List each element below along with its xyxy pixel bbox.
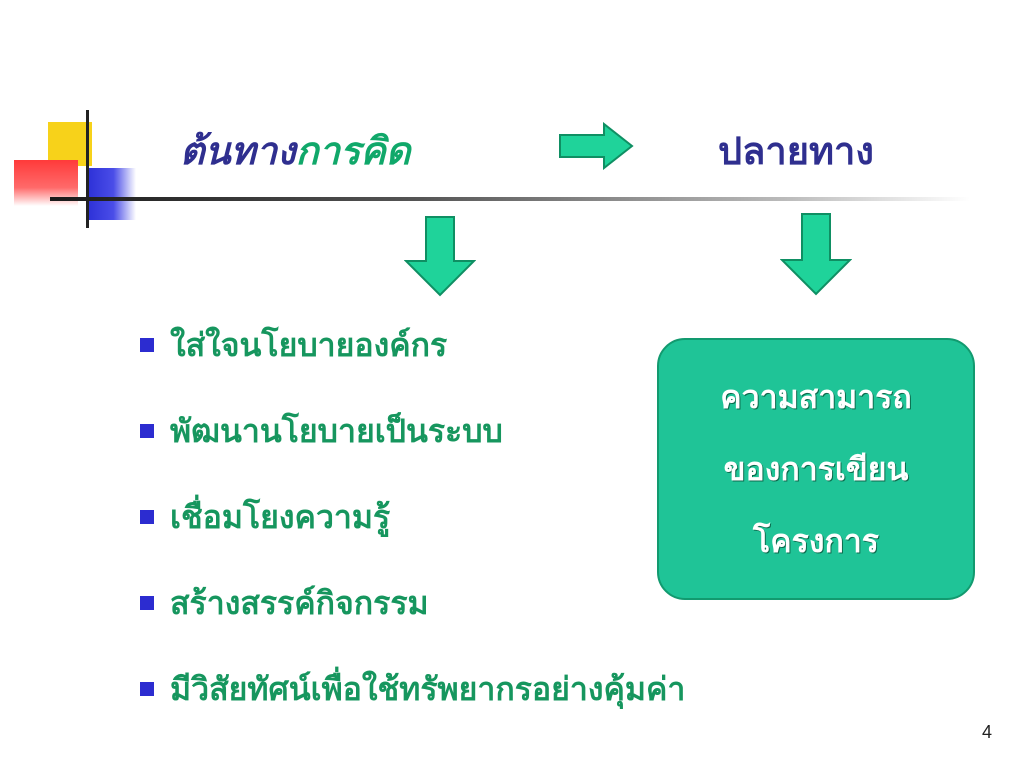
list-item: สร้างสรรค์กิจกรรม — [140, 560, 685, 646]
square-bullet-icon — [140, 424, 154, 438]
bullet-text: มีวิสัยทัศน์เพื่อใช้ทรัพยากรอย่างคุ้มค่า — [170, 669, 686, 708]
page-number: 4 — [981, 722, 992, 742]
decor-blue-square — [86, 168, 136, 220]
decor-vertical-line — [86, 110, 89, 228]
slide-title-origin: ต้นทางการคิด — [180, 120, 410, 181]
bullet-text: เชื่อมโยงความรู้ — [170, 497, 391, 536]
bullet-text: สร้างสรรค์กิจกรรม — [170, 583, 429, 622]
bullet-list: ใส่ใจนโยบายองค์กร พัฒนานโยบายเป็นระบบ เช… — [140, 302, 685, 732]
goal-box-line: ของการเขียน — [723, 450, 909, 488]
bullet-text: พัฒนานโยบายเป็นระบบ — [170, 411, 503, 450]
goal-box-line: ความสามารถ — [720, 378, 912, 416]
goal-box: ความสามารถ ของการเขียน โครงการ — [657, 338, 975, 600]
list-item: ใส่ใจนโยบายองค์กร — [140, 302, 685, 388]
square-bullet-icon — [140, 338, 154, 352]
list-item: เชื่อมโยงความรู้ — [140, 474, 685, 560]
slide-title-destination: ปลายทาง — [718, 129, 874, 173]
title-origin-text: ต้นทาง — [180, 129, 296, 173]
square-bullet-icon — [140, 682, 154, 696]
list-item: พัฒนานโยบายเป็นระบบ — [140, 388, 685, 474]
list-item: มีวิสัยทัศน์เพื่อใช้ทรัพยากรอย่างคุ้มค่า — [140, 646, 685, 732]
title-underline — [50, 197, 970, 201]
bullet-text: ใส่ใจนโยบายองค์กร — [170, 325, 448, 364]
decor-yellow-square — [48, 122, 92, 166]
goal-box-line: โครงการ — [753, 522, 879, 560]
arrow-down-icon — [404, 216, 476, 297]
arrow-down-icon — [780, 213, 852, 296]
arrow-right-icon — [559, 122, 634, 170]
square-bullet-icon — [140, 596, 154, 610]
square-bullet-icon — [140, 510, 154, 524]
title-thinking-text: การคิด — [295, 129, 411, 173]
